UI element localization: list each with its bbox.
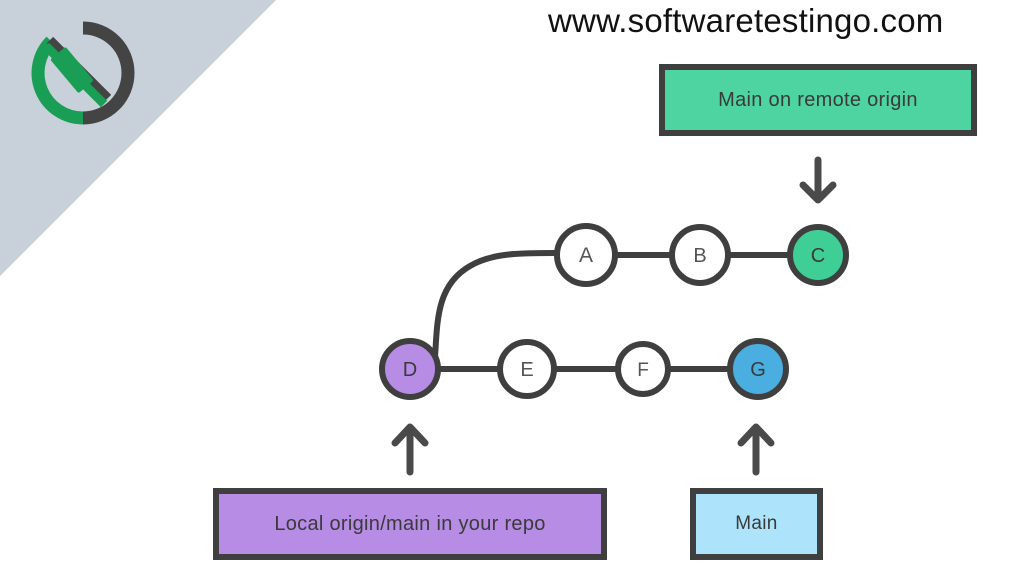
node-e-label: E — [520, 359, 533, 381]
arrow-remote-to-c — [799, 156, 837, 204]
node-b-label: B — [693, 245, 706, 267]
label-local-origin-main: Local origin/main in your repo — [213, 488, 607, 560]
node-c-label: C — [811, 245, 825, 267]
node-e: E — [497, 339, 557, 399]
node-a-label: A — [579, 244, 593, 267]
node-d-label: D — [403, 359, 417, 381]
node-b: B — [669, 224, 731, 286]
node-f-label: F — [637, 360, 649, 381]
logo-icon — [31, 21, 135, 125]
graph-nodes: A B C D E F G — [379, 223, 849, 400]
node-a: A — [554, 223, 618, 287]
arrow-local-to-d — [391, 423, 429, 476]
arrow-main-to-g — [737, 423, 775, 476]
node-g-label: G — [750, 359, 766, 381]
label-main: Main — [690, 488, 823, 560]
edge-d-to-a — [429, 250, 557, 388]
node-g: G — [727, 338, 789, 400]
node-c: C — [787, 224, 849, 286]
node-f: F — [615, 341, 671, 397]
site-url: www.softwaretestingo.com — [548, 2, 944, 39]
softwaretestingo-logo — [28, 18, 138, 128]
label-main-on-remote-origin: Main on remote origin — [659, 64, 977, 136]
node-d: D — [379, 338, 441, 400]
